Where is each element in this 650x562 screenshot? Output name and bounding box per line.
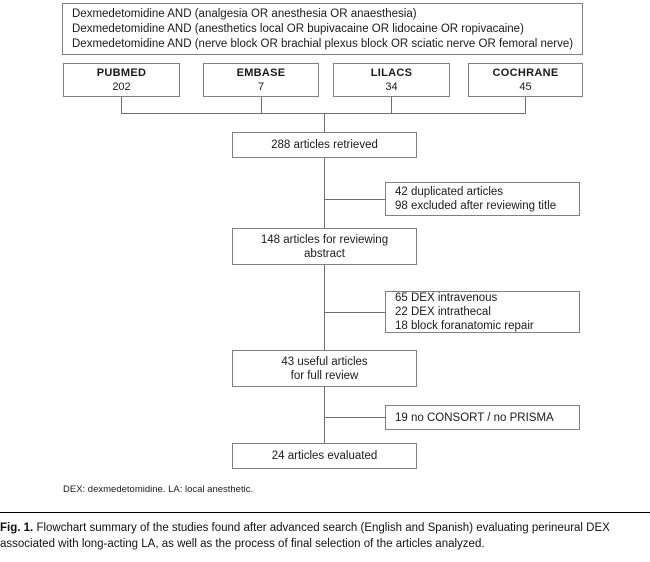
database-name-cochrane: COCHRANE <box>492 67 559 79</box>
database-box-lilacs: LILACS 34 <box>333 63 450 97</box>
database-box-embase: EMBASE 7 <box>203 63 319 97</box>
query-line-3: Dexmedetomidine AND (nerve block OR brac… <box>72 37 574 50</box>
connector-fullreview-to-evaluated <box>324 387 325 443</box>
node-excluded-dex-breakdown-line-2: 22 DEX intrathecal <box>395 306 491 318</box>
node-useful-articles-full-review: 43 useful articles for full review <box>232 350 417 387</box>
database-count-pubmed: 202 <box>112 81 131 93</box>
figure-caption-text: Flowchart summary of the studies found a… <box>0 522 610 550</box>
query-line-1: Dexmedetomidine AND (analgesia OR anesth… <box>72 7 417 20</box>
node-excluded-after-title: 42 duplicated articles 98 excluded after… <box>385 182 580 216</box>
node-useful-articles-full-review-line-2: for full review <box>290 369 359 382</box>
database-count-lilacs: 34 <box>385 81 398 93</box>
node-excluded-dex-breakdown: 65 DEX intravenous 22 DEX intrathecal 18… <box>385 291 580 333</box>
node-articles-retrieved: 288 articles retrieved <box>232 132 417 158</box>
node-useful-articles-full-review-line-1: 43 useful articles <box>281 355 368 368</box>
connector-branch-excluded-title <box>324 199 385 200</box>
node-articles-retrieved-line-1: 288 articles retrieved <box>271 139 378 151</box>
prisma-flowchart: Dexmedetomidine AND (analgesia OR anesth… <box>62 3 583 469</box>
node-articles-for-abstract-review-line-1: 148 articles for reviewing <box>260 233 389 246</box>
connector-lilacs-down <box>391 97 392 114</box>
node-excluded-no-consort-prisma-line-1: 19 no CONSORT / no PRISMA <box>395 411 554 424</box>
database-name-embase: EMBASE <box>236 67 286 79</box>
connector-pubmed-down <box>121 97 122 114</box>
node-articles-evaluated: 24 articles evaluated <box>232 443 417 469</box>
node-excluded-dex-breakdown-line-1: 65 DEX intravenous <box>395 292 498 304</box>
connector-branch-excluded-dex <box>324 312 385 313</box>
node-articles-evaluated-line-1: 24 articles evaluated <box>271 450 378 462</box>
node-excluded-no-consort-prisma: 19 no CONSORT / no PRISMA <box>385 405 580 430</box>
connector-databases-manifold <box>121 113 526 114</box>
figure-caption: Fig. 1. Flowchart summary of the studies… <box>0 520 650 552</box>
node-excluded-dex-breakdown-line-3: 18 block foranatomic repair <box>395 320 534 332</box>
connector-cochrane-down <box>525 97 526 114</box>
database-name-pubmed: PUBMED <box>96 67 147 79</box>
database-box-pubmed: PUBMED 202 <box>63 63 180 97</box>
database-count-embase: 7 <box>257 81 265 93</box>
database-box-cochrane: COCHRANE 45 <box>468 63 583 97</box>
node-articles-for-abstract-review: 148 articles for reviewing abstract <box>232 228 417 265</box>
figure-caption-label: Fig. 1. <box>0 522 34 534</box>
database-count-cochrane: 45 <box>519 81 532 93</box>
query-line-2: Dexmedetomidine AND (anesthetics local O… <box>72 22 524 35</box>
connector-embase-down <box>261 97 262 114</box>
caption-divider <box>0 512 650 513</box>
abbreviations-footnote: DEX: dexmedetomidine. LA: local anesthet… <box>63 484 254 495</box>
node-excluded-after-title-line-2: 98 excluded after reviewing title <box>395 200 557 212</box>
node-articles-for-abstract-review-line-2: abstract <box>304 247 345 260</box>
connector-manifold-to-retrieved <box>324 113 325 132</box>
search-query-box: Dexmedetomidine AND (analgesia OR anesth… <box>62 3 583 55</box>
connector-retrieved-to-abstract <box>324 158 325 228</box>
connector-abstract-to-fullreview <box>324 265 325 350</box>
node-excluded-after-title-line-1: 42 duplicated articles <box>395 186 504 198</box>
connector-branch-excluded-consort <box>324 417 385 418</box>
database-name-lilacs: LILACS <box>370 67 413 79</box>
